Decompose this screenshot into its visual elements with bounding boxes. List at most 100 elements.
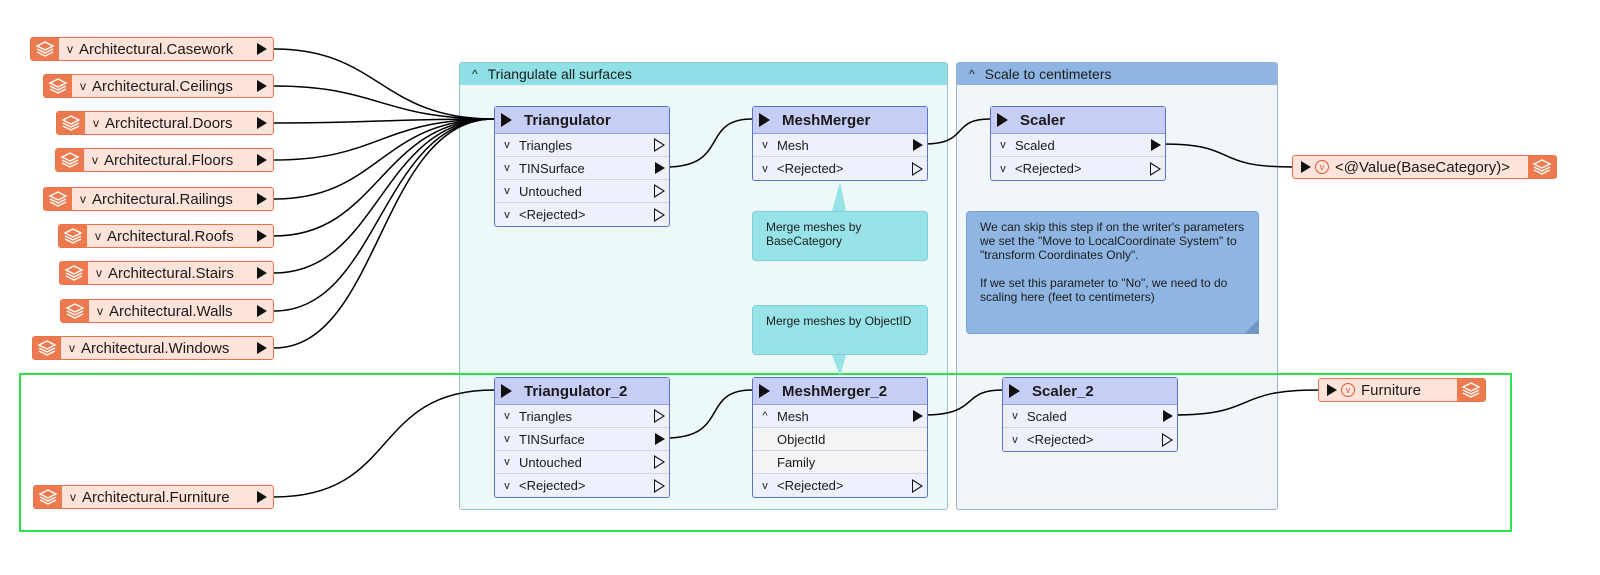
annotation-merge-objectid[interactable]: Merge meshes by ObjectID — [752, 305, 928, 355]
bookmark-header[interactable]: ^ Triangulate all surfaces — [460, 63, 947, 85]
chevron-down-icon[interactable]: v — [762, 479, 768, 492]
output-port-icon[interactable] — [1150, 161, 1161, 176]
output-port[interactable]: v<Rejected> — [753, 157, 927, 180]
output-port-icon[interactable] — [257, 154, 267, 166]
output-port[interactable]: v<Rejected> — [495, 203, 669, 226]
chevron-down-icon[interactable]: v — [762, 162, 768, 175]
transformer-title[interactable]: Scaler — [991, 107, 1165, 134]
input-port-icon[interactable] — [1301, 161, 1311, 173]
annotation-scale-note[interactable]: We can skip this step if on the writer's… — [966, 211, 1259, 334]
output-port-icon[interactable] — [257, 230, 267, 242]
input-port-icon[interactable] — [1327, 384, 1337, 396]
output-port-icon[interactable] — [257, 43, 267, 55]
chevron-down-icon[interactable]: v — [504, 456, 510, 468]
output-port[interactable]: v<Rejected> — [1003, 428, 1177, 451]
chevron-down-icon[interactable]: v — [67, 42, 73, 56]
reader-feature-type[interactable]: v Architectural.Walls — [60, 299, 274, 323]
transformer-title[interactable]: Scaler_2 — [1003, 378, 1177, 405]
output-port-icon[interactable] — [257, 193, 267, 205]
chevron-down-icon[interactable]: v — [504, 410, 510, 422]
output-port[interactable]: ^Mesh — [753, 405, 927, 428]
chevron-down-icon[interactable]: v — [504, 185, 510, 197]
output-port-icon[interactable] — [655, 162, 665, 174]
chevron-down-icon[interactable]: v — [504, 479, 510, 492]
input-port-icon[interactable] — [501, 113, 512, 127]
collapse-caret-icon[interactable]: ^ — [472, 67, 478, 81]
output-port[interactable]: v<Rejected> — [753, 474, 927, 497]
output-port-icon[interactable] — [655, 433, 665, 445]
output-port-icon[interactable] — [913, 139, 923, 151]
output-port-icon[interactable] — [654, 409, 665, 423]
input-port-icon[interactable] — [1009, 384, 1020, 398]
reader-feature-type[interactable]: v Architectural.Railings — [43, 187, 274, 211]
output-port-icon[interactable] — [257, 491, 267, 503]
reader-feature-type[interactable]: v Architectural.Stairs — [59, 261, 274, 285]
input-port-icon[interactable] — [997, 113, 1008, 127]
output-port-icon[interactable] — [257, 305, 267, 317]
reader-feature-type[interactable]: v Architectural.Casework — [30, 37, 274, 61]
output-port-icon[interactable] — [654, 207, 665, 222]
chevron-down-icon[interactable]: v — [504, 433, 510, 445]
writer-feature-type[interactable]: v Furniture — [1318, 378, 1486, 402]
chevron-up-icon[interactable]: ^ — [762, 410, 768, 422]
chevron-down-icon[interactable]: v — [92, 153, 98, 167]
chevron-down-icon[interactable]: v — [1000, 162, 1006, 175]
output-port-icon[interactable] — [913, 410, 923, 422]
output-port-icon[interactable] — [912, 478, 923, 493]
output-port-icon[interactable] — [257, 267, 267, 279]
reader-feature-type[interactable]: v Architectural.Furniture — [33, 485, 274, 509]
reader-feature-type[interactable]: v Architectural.Ceilings — [43, 74, 274, 98]
chevron-down-icon[interactable]: v — [504, 139, 510, 151]
output-port-icon[interactable] — [257, 342, 267, 354]
input-port-icon[interactable] — [759, 384, 770, 398]
chevron-down-icon[interactable]: v — [96, 266, 102, 280]
chevron-down-icon[interactable]: v — [504, 208, 510, 221]
circle-chevron-icon[interactable]: v — [1341, 383, 1355, 397]
output-port-icon[interactable] — [654, 184, 665, 198]
collapse-caret-icon[interactable]: ^ — [969, 67, 975, 81]
transformer-title[interactable]: Triangulator_2 — [495, 378, 669, 405]
output-port-icon[interactable] — [912, 161, 923, 176]
transformer-meshmerger-2[interactable]: MeshMerger_2 ^Mesh ObjectId Family v<Rej… — [752, 377, 928, 498]
chevron-down-icon[interactable]: v — [69, 341, 75, 355]
output-port-icon[interactable] — [1151, 139, 1161, 151]
chevron-down-icon[interactable]: v — [93, 116, 99, 130]
output-port-icon[interactable] — [257, 117, 267, 129]
circle-chevron-icon[interactable]: v — [1315, 160, 1329, 174]
chevron-down-icon[interactable]: v — [762, 139, 768, 151]
output-port[interactable]: v<Rejected> — [495, 474, 669, 497]
transformer-title[interactable]: MeshMerger_2 — [753, 378, 927, 405]
chevron-down-icon[interactable]: v — [70, 490, 76, 504]
chevron-down-icon[interactable]: v — [1012, 410, 1018, 422]
reader-feature-type[interactable]: v Architectural.Floors — [55, 148, 274, 172]
reader-feature-type[interactable]: v Architectural.Doors — [56, 111, 274, 135]
chevron-down-icon[interactable]: v — [1012, 433, 1018, 446]
input-port-icon[interactable] — [501, 384, 512, 398]
chevron-down-icon[interactable]: v — [80, 79, 86, 93]
output-port-icon[interactable] — [654, 138, 665, 152]
transformer-title[interactable]: Triangulator — [495, 107, 669, 134]
bookmark-header[interactable]: ^ Scale to centimeters — [957, 63, 1277, 85]
chevron-down-icon[interactable]: v — [1000, 139, 1006, 151]
output-port[interactable]: v<Rejected> — [991, 157, 1165, 180]
input-port-icon[interactable] — [759, 113, 770, 127]
annotation-merge-basecategory[interactable]: Merge meshes by BaseCategory — [752, 211, 928, 261]
output-port-icon[interactable] — [1163, 410, 1173, 422]
transformer-title[interactable]: MeshMerger — [753, 107, 927, 134]
chevron-down-icon[interactable]: v — [504, 162, 510, 174]
output-port-icon[interactable] — [1162, 432, 1173, 447]
chevron-down-icon[interactable]: v — [95, 229, 101, 243]
